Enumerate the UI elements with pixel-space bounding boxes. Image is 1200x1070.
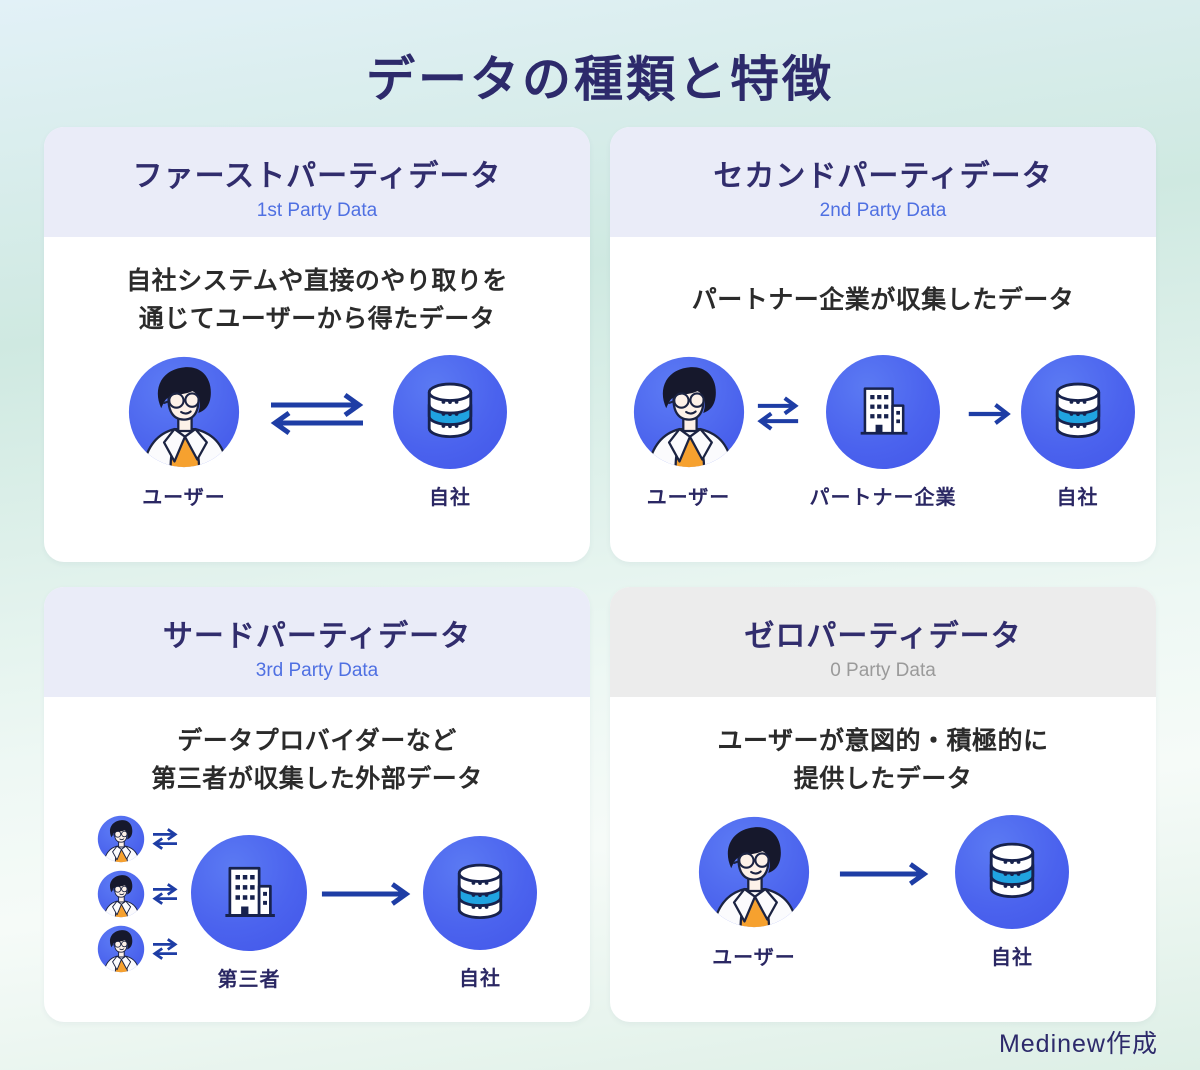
node-label: 自社 bbox=[459, 967, 501, 990]
bidirectional-arrow-icon bbox=[151, 882, 179, 906]
card-description: パートナー企業が収集したデータ bbox=[692, 259, 1075, 341]
user-avatar-icon bbox=[97, 870, 145, 918]
card-body: パートナー企業が収集したデータ ユーザー bbox=[610, 237, 1156, 562]
card-title: ゼロパーティデータ bbox=[744, 619, 1022, 653]
user-avatar-icon bbox=[97, 815, 145, 863]
card-zero-party-data: ゼロパーティデータ 0 Party Data ユーザーが意図的・積極的に 提供し… bbox=[610, 587, 1156, 1022]
data-flow-diagram: 第三者 自社 bbox=[97, 815, 537, 1011]
node-label: ユーザー bbox=[712, 947, 796, 969]
card-body: ユーザーが意図的・積極的に 提供したデータ ユーザー bbox=[610, 697, 1156, 1022]
node-label: 自社 bbox=[991, 947, 1033, 969]
flow-node-own-company: 自社 bbox=[393, 355, 507, 510]
bidirectional-arrow-icon bbox=[151, 827, 179, 851]
database-circle bbox=[955, 815, 1069, 929]
flow-node-user: ユーザー bbox=[697, 815, 811, 970]
mini-user-row bbox=[97, 870, 179, 918]
database-icon bbox=[415, 377, 485, 447]
card-second-party-data: セカンドパーティデータ 2nd Party Data パートナー企業が収集したデ… bbox=[610, 127, 1156, 562]
data-flow-diagram: ユーザー 自社 bbox=[127, 355, 507, 510]
user-avatar-icon bbox=[97, 925, 145, 973]
bidirectional-arrow-icon bbox=[267, 391, 367, 437]
card-header: ファーストパーティデータ 1st Party Data bbox=[44, 127, 590, 237]
building-icon bbox=[213, 857, 285, 929]
flow-node-user-group bbox=[97, 815, 179, 973]
desc-line-2: 通じてユーザーから得たデータ bbox=[138, 305, 496, 333]
card-description: データプロバイダーなど 第三者が収集した外部データ bbox=[151, 719, 483, 801]
user-avatar-icon bbox=[127, 355, 241, 469]
card-header: ゼロパーティデータ 0 Party Data bbox=[610, 587, 1156, 697]
card-title: ファーストパーティデータ bbox=[132, 159, 502, 193]
user-avatar-icon bbox=[632, 355, 746, 469]
flow-node-own-company: 自社 bbox=[1020, 355, 1135, 510]
desc-line-1: パートナー企業が収集したデータ bbox=[691, 286, 1075, 314]
flow-node-own-company: 自社 bbox=[423, 835, 537, 991]
card-third-party-data: サードパーティデータ 3rd Party Data データプロバイダーなど 第三… bbox=[44, 587, 590, 1022]
card-subtitle: 3rd Party Data bbox=[255, 659, 379, 681]
building-icon bbox=[849, 378, 917, 446]
card-title: セカンドパーティデータ bbox=[713, 159, 1053, 193]
node-label: 第三者 bbox=[217, 968, 281, 991]
node-label: 自社 bbox=[429, 487, 471, 509]
arrow-right-icon bbox=[966, 401, 1012, 427]
card-subtitle: 2nd Party Data bbox=[819, 199, 947, 221]
database-circle bbox=[423, 835, 537, 950]
card-first-party-data: ファーストパーティデータ 1st Party Data 自社システムや直接のやり… bbox=[44, 127, 590, 562]
desc-line-2: 第三者が収集した外部データ bbox=[151, 765, 483, 793]
arrow-right-icon bbox=[837, 860, 929, 888]
card-title: サードパーティデータ bbox=[162, 619, 472, 653]
database-icon bbox=[977, 837, 1047, 907]
flow-node-partner-company: パートナー企業 bbox=[810, 355, 957, 510]
flow-node-user: ユーザー bbox=[127, 355, 241, 510]
card-description: 自社システムや直接のやり取りを 通じてユーザーから得たデータ bbox=[126, 259, 508, 341]
bidirectional-arrow-icon bbox=[755, 395, 801, 432]
data-flow-diagram: ユーザー パートナー企業 bbox=[632, 355, 1135, 510]
card-grid: ファーストパーティデータ 1st Party Data 自社システムや直接のやり… bbox=[44, 127, 1156, 1022]
database-icon bbox=[445, 858, 515, 928]
card-body: データプロバイダーなど 第三者が収集した外部データ bbox=[44, 697, 590, 1022]
user-avatar-icon bbox=[697, 815, 811, 929]
desc-line-1: 自社システムや直接のやり取りを bbox=[126, 267, 508, 295]
database-icon bbox=[1043, 377, 1113, 447]
card-subtitle: 0 Party Data bbox=[830, 659, 936, 681]
card-header: セカンドパーティデータ 2nd Party Data bbox=[610, 127, 1156, 237]
bidirectional-arrow-icon bbox=[151, 937, 179, 961]
card-subtitle: 1st Party Data bbox=[256, 199, 378, 221]
node-label: 自社 bbox=[1056, 487, 1099, 509]
flow-node-user: ユーザー bbox=[632, 355, 746, 510]
card-body: 自社システムや直接のやり取りを 通じてユーザーから得たデータ ユーザー bbox=[44, 237, 590, 562]
card-header: サードパーティデータ 3rd Party Data bbox=[44, 587, 590, 697]
arrow-right-icon bbox=[319, 880, 411, 908]
node-label: ユーザー bbox=[646, 487, 731, 509]
desc-line-1: データプロバイダーなど bbox=[177, 727, 457, 755]
desc-line-2: 提供したデータ bbox=[793, 765, 973, 793]
building-circle bbox=[191, 834, 307, 951]
mini-user-row bbox=[97, 815, 179, 863]
flow-node-own-company: 自社 bbox=[955, 815, 1069, 970]
node-label: ユーザー bbox=[142, 487, 226, 509]
building-circle bbox=[826, 355, 940, 469]
card-description: ユーザーが意図的・積極的に 提供したデータ bbox=[717, 719, 1048, 801]
mini-user-row bbox=[97, 925, 179, 973]
desc-line-1: ユーザーが意図的・積極的に bbox=[717, 727, 1049, 755]
node-label: パートナー企業 bbox=[809, 487, 957, 509]
data-flow-diagram: ユーザー 自社 bbox=[697, 815, 1069, 970]
credit-text: Medinew作成 bbox=[998, 1030, 1158, 1058]
page-title: データの種類と特徴 bbox=[365, 53, 834, 107]
database-circle bbox=[1020, 355, 1135, 469]
database-circle bbox=[393, 355, 507, 469]
flow-node-third-party: 第三者 bbox=[191, 834, 307, 992]
